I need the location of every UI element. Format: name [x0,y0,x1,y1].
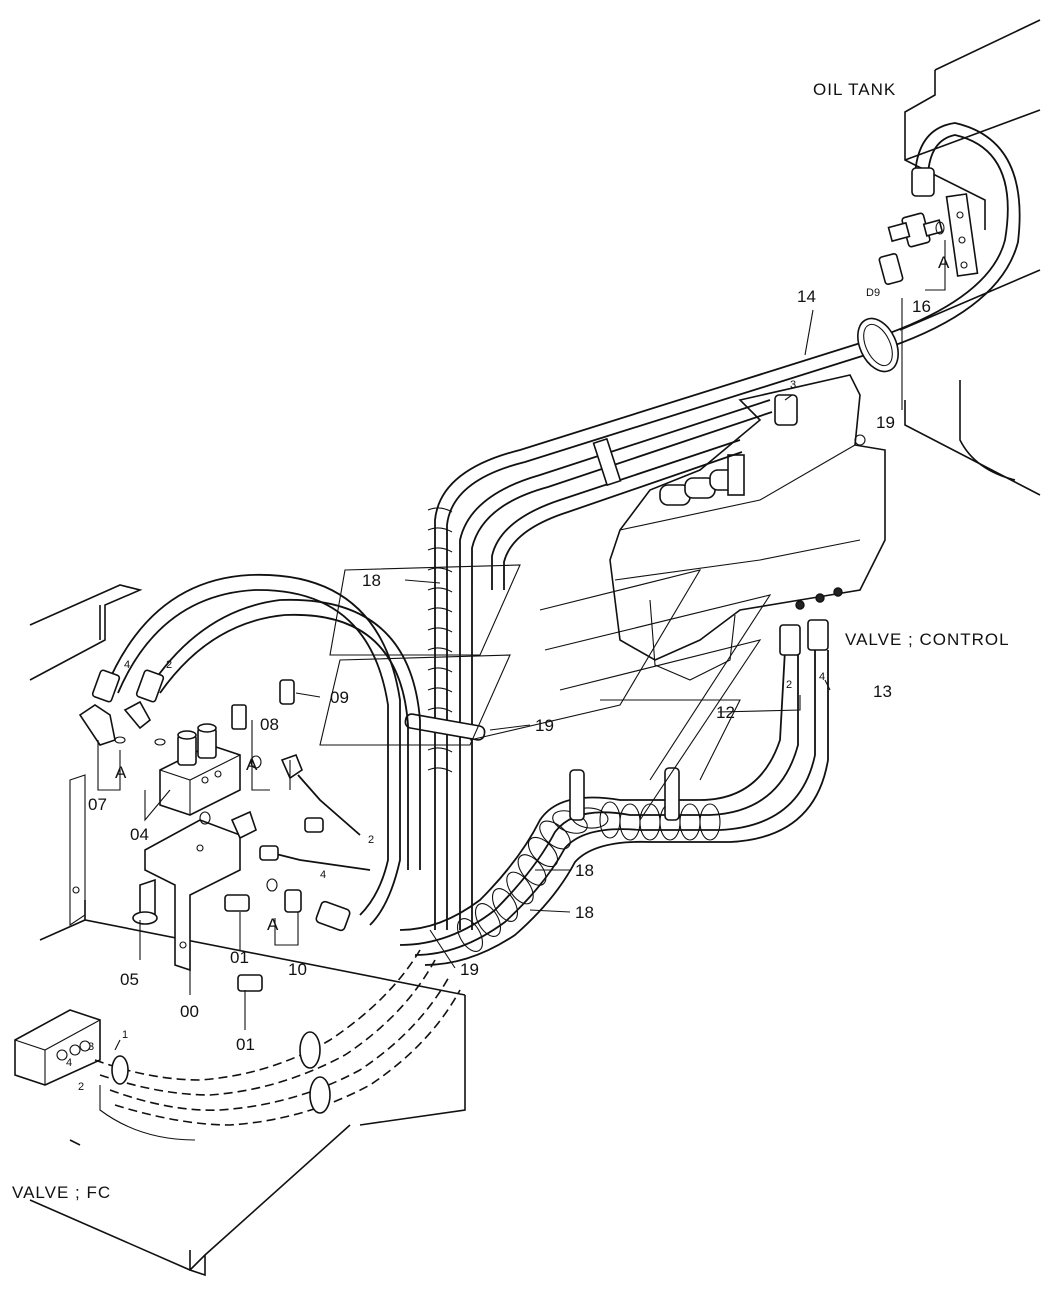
bolts [132,878,263,992]
bolt-01-lower [237,974,263,992]
clip-2 [309,1076,331,1114]
bracket-00 [144,819,241,972]
hose-clamp-middle [404,713,486,741]
label-part-18-middle: 18 [575,861,594,880]
label-part-18-bottom: 18 [575,903,594,922]
label-fc-port-2: 2 [78,1081,84,1093]
oil-tank [899,19,1041,496]
leader-lines [97,240,946,1051]
hose-end-2 [135,669,165,703]
label-valve-fc: VALVE ; FC [12,1183,111,1202]
connector-10 [284,889,302,913]
label-port-3: 3 [790,379,796,391]
hose-end-fitting [315,900,351,932]
tank-hose-fitting [911,167,935,197]
tee-fitting-left [230,810,257,840]
label-part-08: 08 [260,715,279,734]
fittings-08-09-10 [199,679,371,913]
hose-end-4 [91,669,121,703]
hose-clamp-top [592,437,622,487]
dashed-underfloor-hoses [94,949,461,1141]
label-fc-port-4: 4 [66,1057,72,1069]
label-part-10: 10 [288,960,307,979]
label-hose-4-mid: 4 [320,869,326,881]
spiral-guard-vertical [404,507,486,930]
label-hose-4-right: 4 [819,671,825,683]
label-oil-tank: OIL TANK [813,80,896,99]
clamp-lower-2 [664,767,680,821]
label-part-00: 00 [180,1002,199,1021]
label-part-13: 13 [873,682,892,701]
labels: OIL TANK VALVE ; CONTROL VALVE ; FC 14 1… [12,80,1010,1202]
label-part-12: 12 [716,703,735,722]
label-a-10: A [267,915,279,934]
label-part-19-bottom: 19 [460,960,479,979]
bolt-01-upper [224,894,250,912]
label-fc-port-3: 3 [88,1041,94,1053]
plug-fitting [231,704,247,730]
tee-fitting-08 [280,753,303,780]
lower-hose-bundle [315,619,829,966]
fc-valve [14,1009,101,1086]
hose-end-b [259,845,279,861]
label-part-09: 09 [330,688,349,707]
bracket-plate [69,774,86,927]
tank-bracket [945,193,979,277]
label-part-19-top: 19 [876,413,895,432]
clamp-lower-1 [569,769,585,821]
label-hose-2-left: 2 [166,659,172,671]
fitting-port-2 [779,624,801,656]
label-part-16: 16 [912,297,931,316]
channel-outlines [319,564,772,821]
label-hose-2-mid: 2 [368,834,374,846]
label-fc-port-1: 1 [122,1029,128,1041]
label-a-tank: A [938,253,950,272]
label-part-01-lower: 01 [236,1035,255,1054]
clip-3 [111,1055,129,1085]
label-valve-control: VALVE ; CONTROL [845,630,1010,649]
elbow-fittings-07 [78,700,166,746]
tee-fitting-16 [878,212,945,285]
fitting-port-4 [807,619,829,651]
spool-stem [727,454,745,496]
hose-end-a [304,817,324,833]
label-hose-4-left: 4 [124,659,130,671]
clamp-19-top [857,317,899,373]
fitting-09 [279,679,295,705]
valve-port-fitting [774,394,798,426]
solenoid-valve-04 [159,723,241,816]
label-part-05: 05 [120,970,139,989]
label-a-07: A [115,763,127,782]
hose-14 [434,122,1021,590]
label-part-14: 14 [797,287,816,306]
washer-05 [132,911,158,925]
label-part-18-top: 18 [362,571,381,590]
label-part-01-upper: 01 [230,948,249,967]
control-valve [609,374,886,681]
label-d9: D9 [866,287,880,299]
label-part-19-middle: 19 [535,716,554,735]
left-hoses [91,574,421,926]
label-part-07: 07 [88,795,107,814]
label-a-08: A [246,755,258,774]
clip-1 [299,1031,321,1069]
label-part-04: 04 [130,825,149,844]
left-frame [29,584,466,1277]
adapter-d9 [878,253,904,285]
label-hose-2-right: 2 [786,679,792,691]
